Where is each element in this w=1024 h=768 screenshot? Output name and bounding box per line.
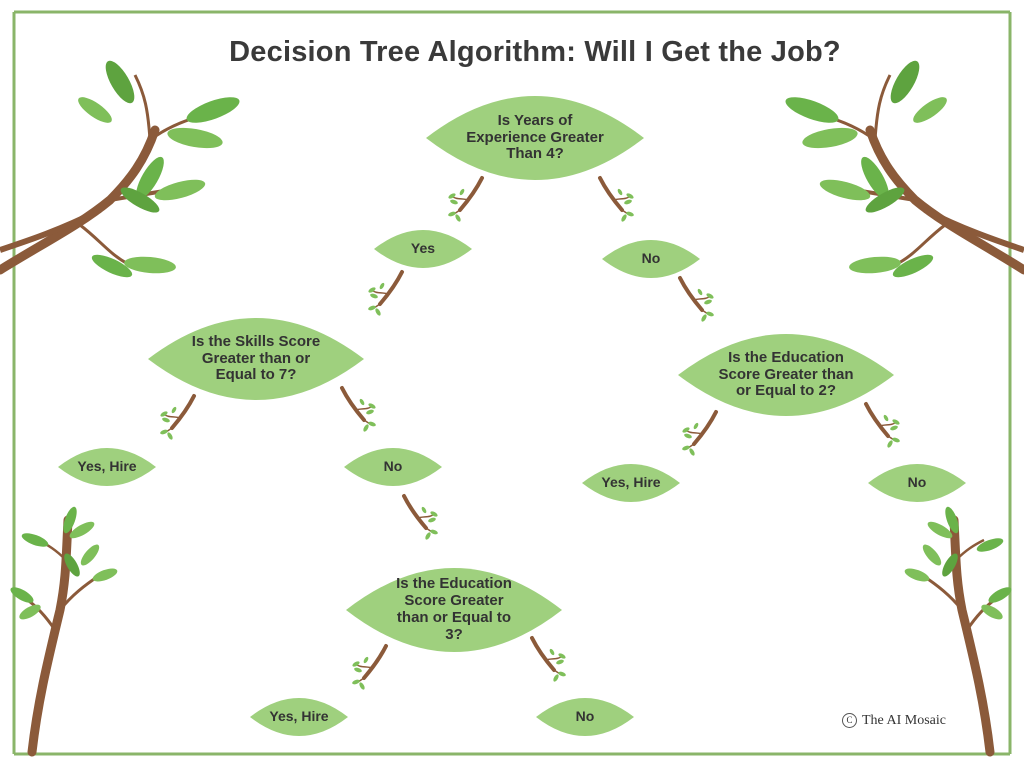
question-text: Is the Skills Score Greater than or Equa… [181, 334, 331, 384]
node-skills-question: Is the Skills Score Greater than or Equa… [148, 318, 364, 400]
question-text: Is the Education Score Greater than or E… [710, 350, 862, 400]
answer-text: No [384, 459, 403, 475]
answer-text: Yes [411, 241, 435, 257]
connector-no-education-right [680, 278, 714, 322]
connector-yes-skills [368, 272, 402, 316]
node-experience-question: Is Years of Experience Greater Than 4? [426, 96, 644, 180]
connector-skills-yes-hire [160, 396, 194, 440]
answer-text: Yes, Hire [77, 459, 136, 475]
credit: C The AI Mosaic [842, 713, 946, 729]
answer-text: No [908, 475, 927, 491]
connector-no-education-bottom [404, 496, 438, 540]
node-education-bottom-question: Is the Education Score Greater than or E… [346, 568, 562, 652]
node-education-right-question: Is the Education Score Greater than or E… [678, 334, 894, 416]
copyright-icon: C [842, 713, 857, 728]
tree-bottom-left [8, 505, 119, 752]
node-experience-no: No [602, 240, 700, 278]
node-edu-bottom-no: No [536, 698, 634, 736]
node-edu-bottom-yes-hire: Yes, Hire [250, 698, 348, 736]
credit-text: The AI Mosaic [862, 713, 946, 728]
node-experience-yes: Yes [374, 230, 472, 268]
connector-edu-right-yes-hire [682, 412, 716, 456]
connector-experience-yes [448, 178, 482, 222]
connector-experience-no [600, 178, 634, 222]
answer-text: Yes, Hire [601, 475, 660, 491]
node-edu-right-no: No [868, 464, 966, 502]
answer-text: No [642, 251, 661, 267]
question-text: Is Years of Experience Greater Than 4? [465, 113, 605, 163]
answer-text: Yes, Hire [269, 709, 328, 725]
page-title: Decision Tree Algorithm: Will I Get the … [0, 36, 1024, 69]
question-text: Is the Education Score Greater than or E… [388, 576, 520, 643]
node-skills-no: No [344, 448, 442, 486]
node-edu-right-yes-hire: Yes, Hire [582, 464, 680, 502]
node-skills-yes-hire: Yes, Hire [58, 448, 156, 486]
tree-branch-top-right [783, 57, 1024, 282]
connector-edu-bottom-yes-hire [352, 646, 386, 690]
answer-text: No [576, 709, 595, 725]
tree-branch-top-left [0, 57, 242, 282]
